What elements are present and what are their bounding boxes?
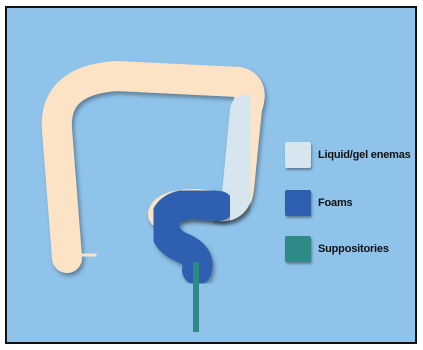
swatch-suppositories-icon	[285, 236, 311, 262]
legend-item-suppositories: Suppositories	[285, 235, 389, 263]
colon-diagram	[7, 8, 417, 344]
legend-item-foams: Foams	[285, 189, 352, 217]
legend-item-liquid-gel: Liquid/gel enemas	[285, 141, 411, 169]
suppositories-region	[194, 272, 198, 322]
colon-tail	[65, 254, 91, 256]
swatch-liquid-gel-icon	[285, 142, 311, 168]
legend-label-foams: Foams	[318, 197, 352, 209]
swatch-foams-icon	[285, 190, 311, 216]
legend-label-liquid-gel: Liquid/gel enemas	[318, 149, 411, 161]
legend-label-suppositories: Suppositories	[318, 243, 389, 255]
diagram-frame: Liquid/gel enemas Foams Suppositories	[5, 6, 417, 344]
